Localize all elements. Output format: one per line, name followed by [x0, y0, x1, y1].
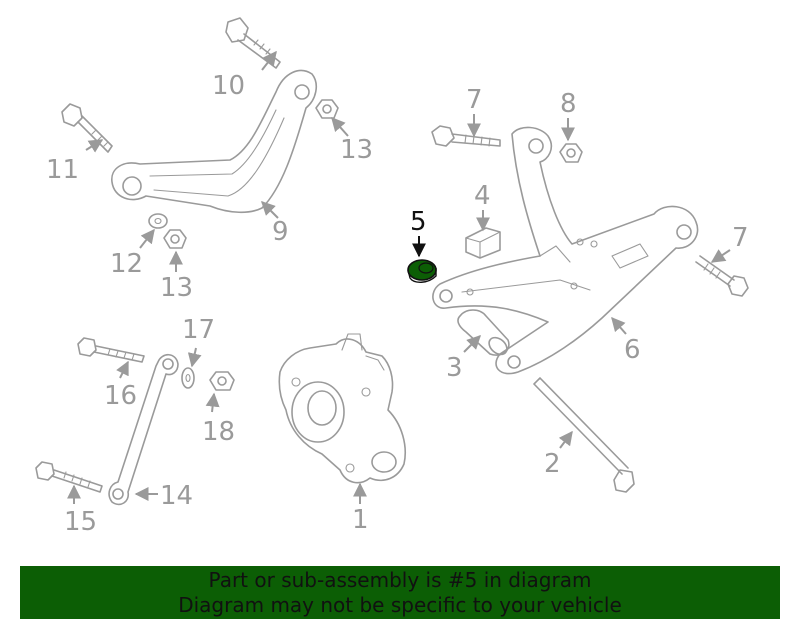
callout-labels: 10 11 13 9 12 13 7 8 4 5 7 6 3 2 1 16 17…: [46, 71, 749, 537]
info-banner: Part or sub-assembly is #5 in diagram Di…: [20, 566, 780, 619]
banner-line-2: Diagram may not be specific to your vehi…: [178, 593, 622, 617]
callout-12: 12: [110, 249, 143, 279]
part-10-bolt[interactable]: [225, 17, 281, 69]
part-2-bolt[interactable]: [533, 377, 635, 493]
part-5-bushing[interactable]: [407, 259, 437, 283]
part-7-bolt-right[interactable]: [695, 255, 749, 297]
banner-line-1: Part or sub-assembly is #5 in diagram: [208, 568, 592, 592]
part-16-bolt[interactable]: [77, 337, 145, 363]
part-8-nut[interactable]: [559, 143, 583, 163]
part-18-nut[interactable]: [209, 371, 235, 391]
callout-14: 14: [160, 481, 193, 511]
callout-13: 13: [160, 273, 193, 303]
part-7-bolt-upper[interactable]: [431, 125, 501, 147]
callout-6: 6: [624, 335, 641, 365]
callout-4: 4: [474, 181, 491, 211]
callout-5: 5: [410, 207, 427, 237]
part-17-washer[interactable]: [181, 367, 195, 389]
part-13-nut-lower[interactable]: [163, 229, 187, 249]
callout-7: 7: [466, 85, 483, 115]
callout-2: 2: [544, 449, 561, 479]
callout-17: 17: [182, 315, 215, 345]
part-1-knuckle[interactable]: [278, 333, 406, 484]
part-9-upper-arm[interactable]: [111, 69, 318, 214]
callout-16: 16: [104, 381, 137, 411]
part-6-lower-arm[interactable]: [432, 126, 699, 375]
part-4-bushing[interactable]: [465, 227, 501, 259]
callout-10: 10: [212, 71, 245, 101]
part-11-bolt[interactable]: [61, 103, 113, 153]
callout-8: 8: [560, 89, 577, 119]
callout-9: 9: [272, 217, 289, 247]
callout-15: 15: [64, 507, 97, 537]
callout-3: 3: [446, 353, 463, 383]
part-15-bolt[interactable]: [35, 461, 103, 493]
callout-18: 18: [202, 417, 235, 447]
part-14-link[interactable]: [108, 353, 179, 506]
part-3-bushing[interactable]: [457, 309, 510, 358]
callout-1: 1: [352, 505, 369, 535]
part-13-nut-upper[interactable]: [315, 99, 339, 119]
part-12-washer[interactable]: [148, 213, 168, 229]
callout-11: 11: [46, 155, 79, 185]
parts-diagram: 10 11 13 9 12 13 7 8 4 5 7 6 3 2 1 16 17…: [35, 17, 749, 537]
callout-7: 7: [732, 223, 749, 253]
callout-13: 13: [340, 135, 373, 165]
leader-arrows: [67, 50, 731, 504]
